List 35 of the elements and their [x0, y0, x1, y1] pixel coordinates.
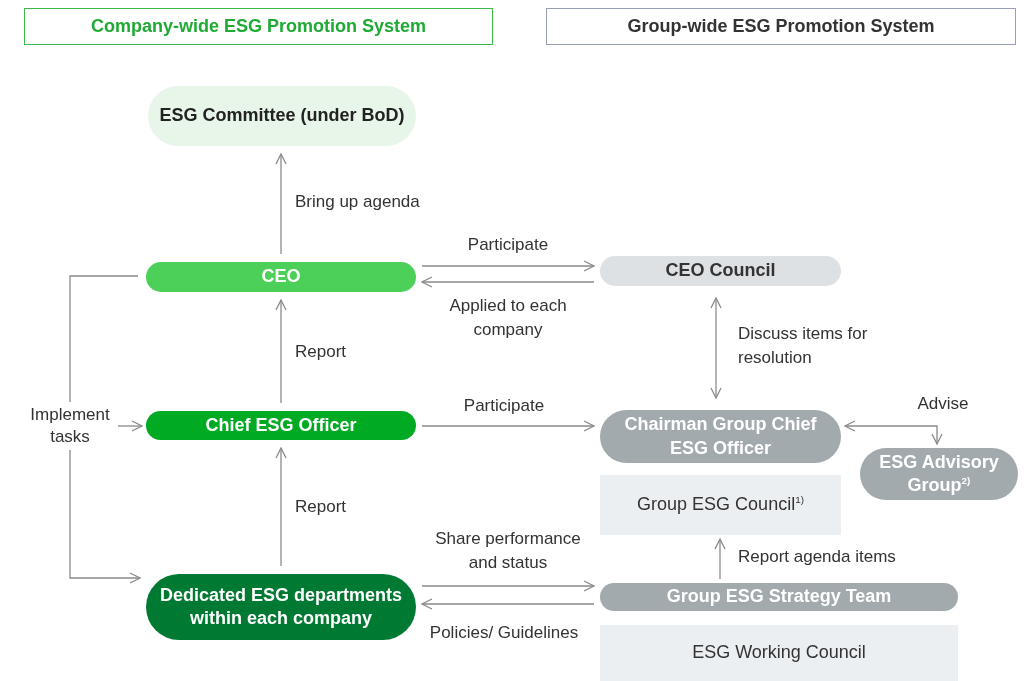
- arrow: [714, 538, 726, 580]
- node-label: ESG Committee (under BoD): [159, 104, 405, 128]
- node-label: ESG Advisory Group$^{2)}$: [878, 450, 1000, 497]
- node-label: Group ESG Strategy Team: [666, 585, 892, 609]
- arrow: [275, 447, 287, 567]
- arrow: [421, 420, 595, 432]
- role-pill: [146, 411, 416, 440]
- node-label: CEO Council: [665, 259, 776, 283]
- arrow: [421, 598, 595, 610]
- arrow: [117, 420, 143, 432]
- node-text: Implement tasks: [22, 402, 118, 450]
- node-label: Group-wide ESG Promotion System: [627, 14, 935, 38]
- node-label: ESG Working Council: [692, 641, 866, 665]
- arrow: [275, 153, 287, 255]
- node-label: Group ESG Council$^{1)}$: [637, 493, 804, 517]
- team-pill: [600, 583, 958, 611]
- arrow: [421, 580, 595, 592]
- node-label: Chairman Group Chief ESG Officer: [623, 413, 818, 460]
- role-pill: [600, 410, 841, 463]
- section-header: [546, 8, 1016, 45]
- connector-line: [69, 275, 139, 403]
- node-label: Company-wide ESG Promotion System: [90, 14, 427, 38]
- arrow: [421, 260, 595, 272]
- node-label: CEO: [261, 265, 301, 289]
- arrow: [275, 299, 287, 404]
- arrow: [421, 276, 595, 288]
- section-header: [24, 8, 493, 45]
- group-pill: [860, 448, 1018, 500]
- node-label: Dedicated ESG departments within each company: [158, 583, 404, 630]
- arrow: [844, 420, 943, 445]
- role-pill: [146, 262, 416, 292]
- arrow: [69, 449, 141, 584]
- arrow: [710, 297, 722, 399]
- node-label: Chief ESG Officer: [205, 413, 357, 437]
- council-pill: [600, 256, 841, 286]
